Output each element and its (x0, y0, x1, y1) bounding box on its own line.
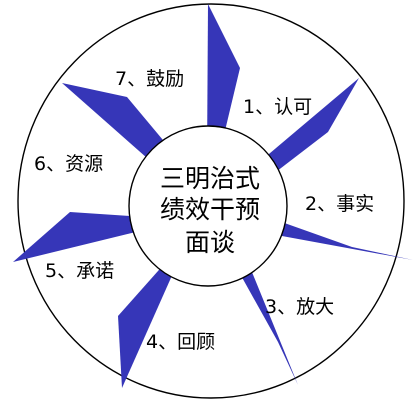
step-label-6: 6、资源 (34, 153, 103, 175)
arrow-step-2 (271, 220, 413, 260)
arrow-step-3 (234, 250, 298, 385)
step-label-2: 2、事实 (305, 193, 374, 215)
arrow-step-4 (118, 262, 178, 388)
step-label-1: 1、认可 (243, 96, 312, 118)
step-label-7: 7、鼓励 (115, 68, 184, 90)
step-label-3: 3、放大 (265, 296, 334, 318)
outer-ring (17, 3, 405, 399)
center-line-1: 三明治式 (160, 164, 260, 193)
step-label-5: 5、承诺 (45, 260, 114, 282)
center-line-3: 面谈 (185, 228, 235, 257)
step-label-4: 4、回顾 (146, 331, 215, 353)
center-circle (128, 125, 288, 287)
arrow-step-5 (13, 212, 145, 262)
center-line-2: 绩效干预 (160, 195, 260, 224)
arrow-step-7 (207, 4, 240, 162)
